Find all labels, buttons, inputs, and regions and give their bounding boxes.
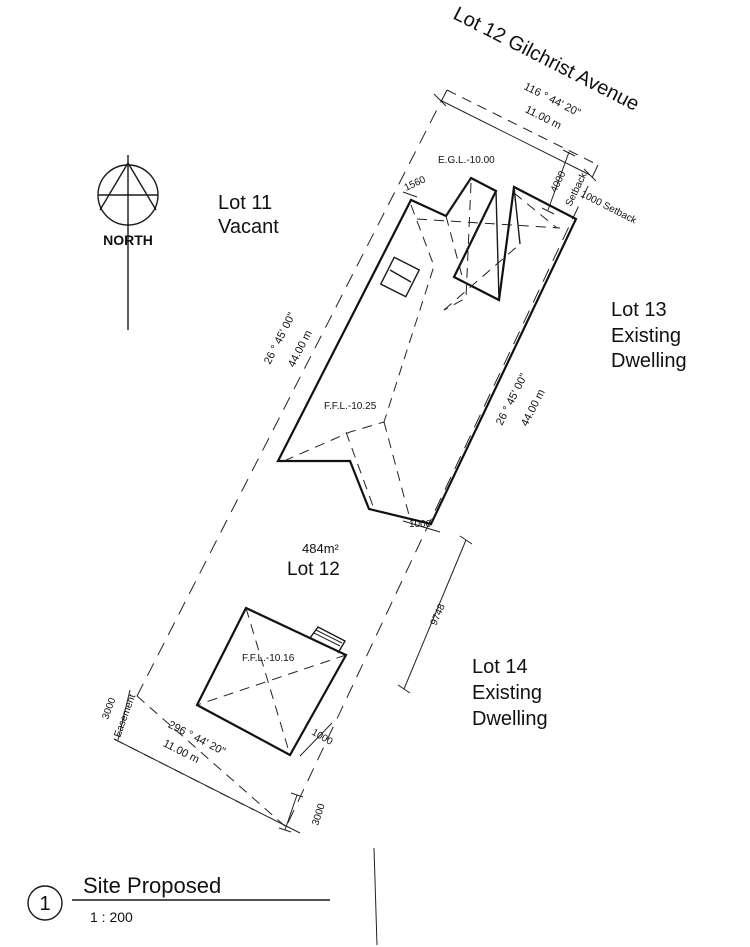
north-label: NORTH [103, 232, 153, 248]
rear-outbuilding: F.F.L.-10.16 1000 [195, 606, 348, 757]
rear-boundary-dimension: 296 ° 44' 20" 11.00 m [113, 719, 301, 834]
drawing-title: Site Proposed [83, 873, 221, 898]
lot-11-status: Vacant [218, 216, 279, 238]
lot-14-label: Lot 14 Existing Dwelling [472, 656, 548, 730]
lot-14-type: Dwelling [472, 708, 548, 730]
right-boundary-dimension: 26 ° 45' 00" 44.00 m [494, 372, 548, 429]
lot-13-name: Lot 13 [611, 299, 667, 321]
title-block: 1 Site Proposed 1 : 200 [27, 847, 378, 946]
lot-13-status: Existing [611, 325, 681, 347]
drawing-scale: 1 : 200 [90, 909, 133, 925]
right-boundary-length: 44.00 m [519, 387, 548, 428]
separation-dimension: 9748 [397, 535, 473, 694]
setback-1560: 1560 [403, 174, 428, 194]
skylight [379, 256, 421, 298]
shed-side-setback: 1000 [310, 727, 335, 748]
lot-14-name: Lot 14 [472, 656, 528, 678]
lot-13-label: Lot 13 Existing Dwelling [611, 299, 687, 372]
easement-value: 3000 [100, 696, 118, 721]
lot-11-label: Lot 11 Vacant [218, 192, 279, 238]
proposed-house: E.G.L.-10.00 F.F.L.-10.25 [276, 155, 578, 526]
lot-12-label: 484m² Lot 12 [287, 541, 340, 580]
rear-3000-dimension: 3000 [278, 792, 328, 833]
lot-11-name: Lot 11 [218, 192, 272, 214]
house-rear-setback: 1000 [402, 519, 441, 533]
setback-4000: 4000 [549, 169, 569, 194]
drawing-number: 1 [39, 893, 50, 915]
setback-1000-front: 1000 Setback [579, 189, 639, 227]
house-ffl-label: F.F.L.-10.25 [324, 401, 377, 412]
lot-12-area: 484m² [302, 541, 340, 556]
lot-13-type: Dwelling [611, 350, 687, 372]
egl-label: E.G.L.-10.00 [438, 155, 495, 166]
left-boundary-dimension: 26 ° 45' 00" 44.00 m [262, 311, 315, 370]
left-boundary-length: 44.00 m [286, 328, 315, 369]
lot-12-name: Lot 12 [287, 559, 340, 580]
lot-14-status: Existing [472, 682, 542, 704]
rear-setback-3000: 3000 [310, 802, 327, 827]
north-arrow: NORTH [97, 155, 159, 330]
shed-ffl-label: F.F.L.-10.16 [242, 653, 295, 664]
separation-9748: 9748 [429, 602, 448, 627]
house-rear-setback-value: 1000 [409, 519, 432, 530]
lot-boundary [136, 89, 599, 828]
